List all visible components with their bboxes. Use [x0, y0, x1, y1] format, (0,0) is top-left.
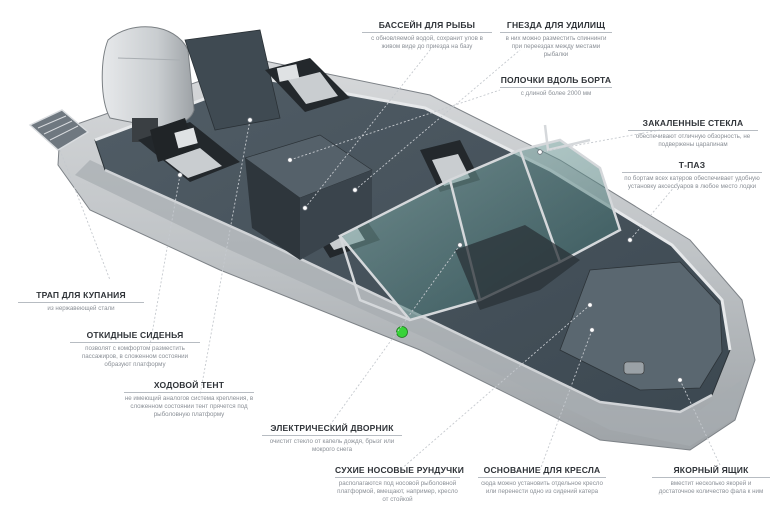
callout-anchor-box: ЯКОРНЫЙ ЯЩИК вместит несколько якорей и …: [652, 465, 770, 496]
callout-desc: вместит несколько якорей и достаточное к…: [658, 480, 764, 495]
leader-lines: [59, 49, 721, 471]
callout-tempered-glass: ЗАКАЛЕННЫЕ СТЕКЛА обеспечивают отличную …: [628, 118, 758, 149]
callout-wiper: ЭЛЕКТРИЧЕСКИЙ ДВОРНИК очистит стекло от …: [262, 423, 402, 454]
callout-desc: из нержавеющей стали: [47, 305, 115, 312]
callout-desc: в них можно разместить спиннинги при пер…: [505, 35, 607, 58]
callout-title: ОТКИДНЫЕ СИДЕНЬЯ: [70, 330, 200, 343]
rear-seat-right: [265, 58, 350, 112]
callout-title: БАССЕЙН ДЛЯ РЫБЫ: [362, 20, 492, 33]
callout-desc: сюда можно установить отдельное кресло и…: [481, 480, 603, 495]
callout-desc: не имеющий аналогов система крепления, в…: [124, 395, 254, 418]
callout-swim-ladder: ТРАП ДЛЯ КУПАНИЯ из нержавеющей стали: [18, 290, 144, 313]
callout-desc: очистит стекло от капель дождя, брызг ил…: [269, 438, 395, 453]
windshield: [338, 124, 622, 322]
swim-ladder: [28, 109, 90, 151]
callout-desc: с длиной более 2000 мм: [520, 90, 592, 97]
anchor-hatch: [623, 361, 645, 375]
callout-title: ХОДОВОЙ ТЕНТ: [124, 380, 254, 393]
callout-fish-pool: БАССЕЙН ДЛЯ РЫБЫ с обновляемой водой, со…: [362, 20, 492, 51]
anchor-dots: [177, 117, 683, 383]
tent-cover: [184, 29, 281, 131]
callout-side-shelves: ПОЛОЧКИ ВДОЛЬ БОРТА с длиной более 2000 …: [500, 75, 612, 98]
callout-title: ЗАКАЛЕННЫЕ СТЕКЛА: [628, 118, 758, 131]
callout-desc: с обновляемой водой, сохранит улов в жив…: [371, 35, 483, 50]
callout-seat-base: ОСНОВАНИЕ ДЛЯ КРЕСЛА сюда можно установи…: [478, 465, 606, 496]
callout-title: ЭЛЕКТРИЧЕСКИЙ ДВОРНИК: [262, 423, 402, 436]
navigation-light: [396, 326, 408, 338]
callout-bow-lockers: СУХИЕ НОСОВЫЕ РУНДУЧКИ располагаются под…: [335, 465, 464, 504]
callout-running-tent: ХОДОВОЙ ТЕНТ не имеющий аналогов система…: [124, 380, 254, 419]
callout-desc: по бортам всех катеров обеспечивает удоб…: [624, 175, 760, 190]
outboard-motor: [101, 26, 195, 127]
callout-t-slot: Т-ПАЗ по бортам всех катеров обеспечивае…: [622, 160, 762, 191]
callout-folding-seats: ОТКИДНЫЕ СИДЕНЬЯ позволят с комфортом ра…: [70, 330, 200, 369]
callout-title: ПОЛОЧКИ ВДОЛЬ БОРТА: [500, 75, 612, 88]
callout-title: ЯКОРНЫЙ ЯЩИК: [652, 465, 770, 478]
callout-desc: позволят с комфортом разместить пассажир…: [81, 345, 189, 368]
rear-seat-left: [138, 118, 240, 182]
callout-title: ГНЕЗДА ДЛЯ УДИЛИЩ: [500, 20, 612, 33]
callout-desc: обеспечивают отличную обзорность, не под…: [635, 133, 751, 148]
callout-title: СУХИЕ НОСОВЫЕ РУНДУЧКИ: [335, 465, 464, 478]
callout-rod-holders: ГНЕЗДА ДЛЯ УДИЛИЩ в них можно разместить…: [500, 20, 612, 59]
callout-title: ТРАП ДЛЯ КУПАНИЯ: [18, 290, 144, 303]
callout-title: Т-ПАЗ: [622, 160, 762, 173]
callout-title: ОСНОВАНИЕ ДЛЯ КРЕСЛА: [478, 465, 606, 478]
console: [455, 225, 580, 310]
callout-desc: располагаются под носовой рыболовной пла…: [337, 480, 458, 503]
bow-platform: [559, 261, 723, 391]
